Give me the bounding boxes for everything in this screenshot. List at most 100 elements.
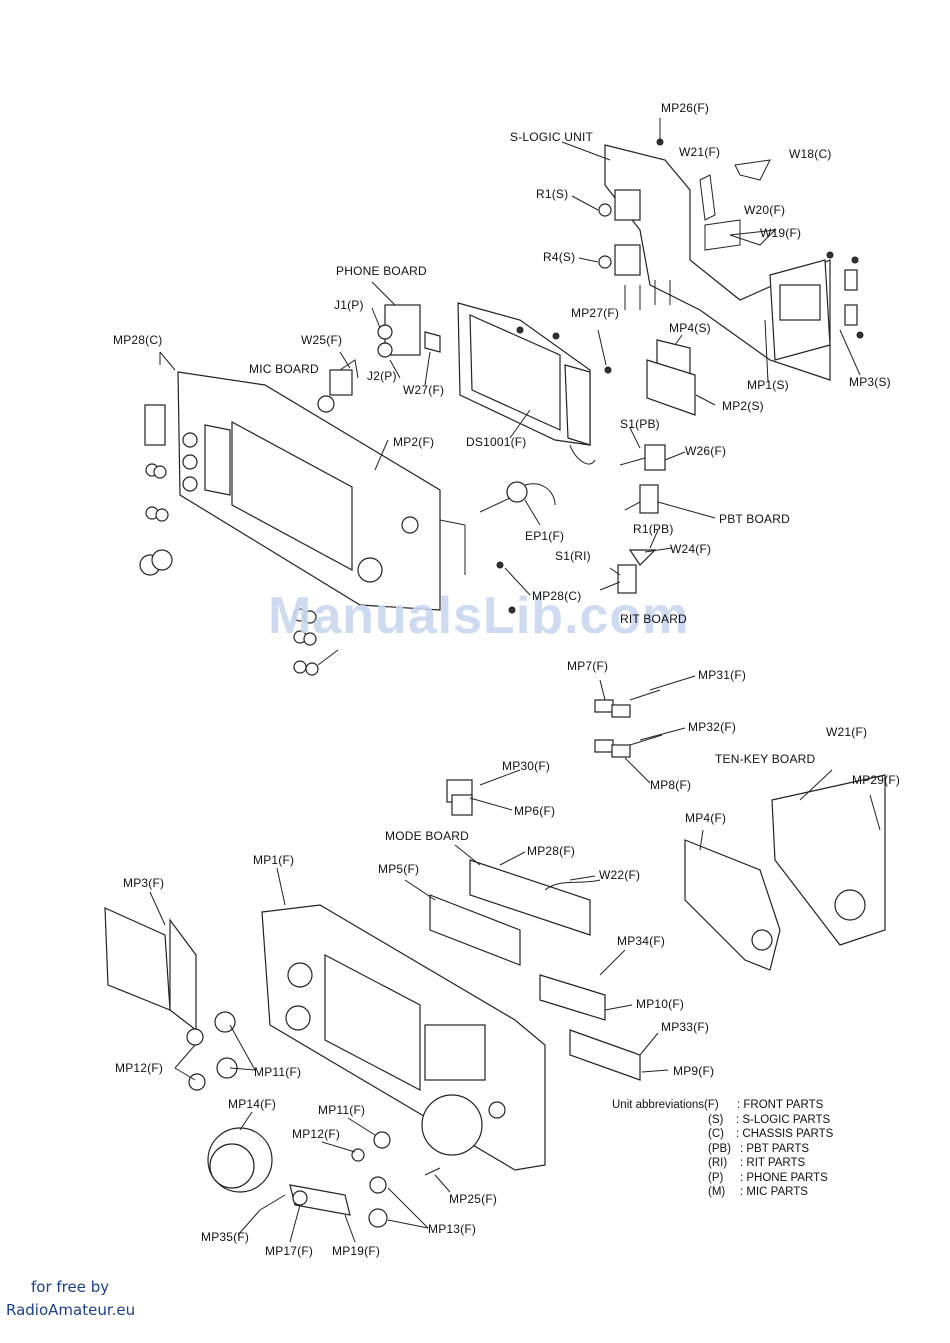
legend-code: (M) [708,1186,726,1198]
legend-row: (C) : CHASSIS PARTS [612,1127,833,1142]
mp14-tuning-knob [207,1127,351,1216]
label-mp9f: MP9(F) [673,1064,715,1078]
legend-desc: : RIT PARTS [740,1157,806,1169]
chassis-mp2f [144,371,466,611]
label-w20f: W20(F) [744,203,786,217]
label-w21f-bot: W21(F) [826,725,868,739]
rit-board [599,549,657,594]
label-rit-board: RIT BOARD [620,612,687,626]
legend-row: (P) : PHONE PARTS [612,1171,833,1186]
label-mp28c-mid: MP28(C) [532,589,582,603]
legend-code: (RI) [708,1157,728,1169]
label-w19f: W19(F) [760,226,802,240]
legend-row: (PB) : PBT PARTS [612,1142,833,1157]
label-mp29f: MP29(F) [852,773,901,787]
label-mp28c-top: MP28(C) [113,333,163,347]
legend-desc: : CHASSIS PARTS [736,1128,834,1140]
label-r1s: R1(S) [536,187,569,201]
label-w25f: W25(F) [301,333,343,347]
label-mp17f: MP17(F) [265,1244,314,1258]
legend-desc: : PHONE PARTS [740,1171,828,1184]
ten-key-board [684,774,886,971]
label-mp30f: MP30(F) [502,759,551,773]
label-mp1f: MP1(F) [253,853,295,867]
footer-link[interactable]: RadioAmateur.eu [6,1301,136,1319]
label-w26f: W26(F) [685,444,727,458]
mp3-sheet [104,907,197,1032]
label-j1p: J1(P) [334,298,364,312]
label-mp27f: MP27(F) [571,306,620,320]
mode-board [429,859,601,966]
label-mp31f: MP31(F) [698,668,747,682]
leader-lines [149,141,881,1243]
label-w21f-top: W21(F) [679,145,721,159]
label-w27f: W27(F) [403,383,445,397]
legend-desc: : S-LOGIC PARTS [736,1113,831,1126]
pbt-board [619,444,666,514]
label-mp25f: MP25(F) [449,1192,498,1206]
display-ds1001 [457,302,612,465]
label-mode-board: MODE BOARD [385,829,470,843]
s-logic-unit-board [598,118,864,381]
label-mp2s: MP2(S) [722,399,764,413]
legend-desc: : FRONT PARTS [737,1099,824,1111]
label-mp6f: MP6(F) [514,804,556,818]
label-mp14f: MP14(F) [228,1097,277,1111]
legend-code: (P) [708,1171,724,1184]
label-mp11f-left: MP11(F) [254,1065,302,1079]
label-mp7f: MP7(F) [567,659,609,673]
label-s1pb: S1(PB) [620,417,660,431]
footer-line1: for free by [31,1278,110,1296]
manualslib-watermark: ManualsLib.com [268,587,690,645]
unit-abbreviations-legend: Unit abbreviations(F) : FRONT PARTS (S) : … [612,1098,833,1200]
label-mp1s: MP1(S) [747,378,789,392]
legend-row: (M): MIC PARTS [612,1185,833,1200]
ep1-speaker [479,481,556,513]
phone-board [377,304,441,358]
mp4s-mp2s-pads [646,339,696,416]
label-mp34f: MP34(F) [617,934,666,948]
label-mp28f: MP28(F) [527,844,576,858]
label-s1ri: S1(RI) [555,549,591,563]
bottom-knobs [351,1131,441,1228]
legend-row: (S) : S-LOGIC PARTS [612,1113,833,1128]
label-mp12f-bot: MP12(F) [292,1127,341,1141]
label-pbt-board: PBT BOARD [719,512,790,526]
label-mp5f: MP5(F) [378,862,420,876]
front-panel-mp1f [261,904,546,1171]
label-mp3s: MP3(S) [849,375,891,389]
label-mp4s: MP4(S) [669,321,711,335]
legend-code: (PB) [708,1142,731,1155]
label-r4s: R4(S) [543,250,576,264]
label-mp33f: MP33(F) [661,1020,710,1034]
label-phone-board: PHONE BOARD [336,264,427,278]
label-w24f: W24(F) [670,542,712,556]
label-s-logic-unit: S-LOGIC UNIT [510,130,594,144]
label-mp11f-bot: MP11(F) [318,1103,366,1117]
label-mp4f: MP4(F) [685,811,727,825]
label-mp10f: MP10(F) [636,997,685,1011]
label-mp12f-left: MP12(F) [115,1061,164,1075]
legend-code: (S) [708,1113,724,1126]
label-ds1001f: DS1001(F) [466,435,527,449]
label-mp32f: MP32(F) [688,720,737,734]
mic-board [317,359,359,413]
legend-code: (C) [708,1128,724,1140]
label-w22f: W22(F) [599,868,641,882]
legend-code: Unit abbreviations(F) [612,1099,719,1111]
label-mic-board: MIC BOARD [249,362,319,376]
legend-row-front: Unit abbreviations(F) : FRONT PARTS [612,1098,833,1113]
label-mp3f: MP3(F) [123,876,165,890]
label-mp8f: MP8(F) [650,778,692,792]
mp7-mp8-knobs [594,689,663,758]
label-mp19f: MP19(F) [332,1244,381,1258]
label-ten-key-board: TEN-KEY BOARD [715,752,816,766]
chassis-hardware [139,463,516,676]
label-mp26f: MP26(F) [661,101,710,115]
legend-desc: : PBT PARTS [740,1142,810,1155]
label-r1pb: R1(PB) [633,522,674,536]
label-mp13f: MP13(F) [428,1222,477,1236]
label-ep1f: EP1(F) [525,529,565,543]
